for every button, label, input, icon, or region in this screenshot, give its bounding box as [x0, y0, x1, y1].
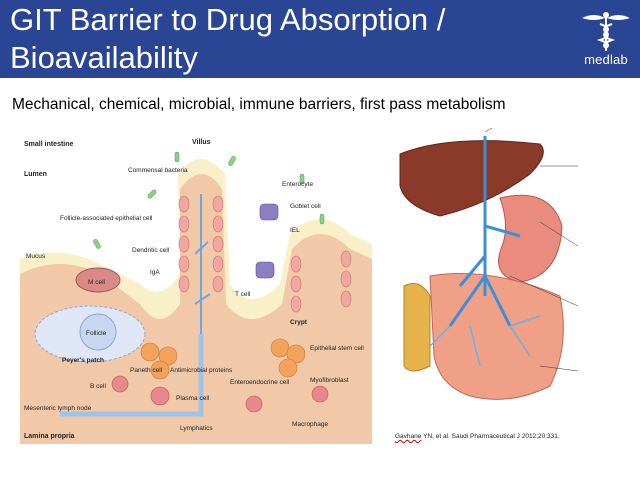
label-antimicrobial-proteins: Antimicrobial proteins — [170, 367, 233, 374]
label-b-cell: B cell — [90, 383, 106, 390]
slide-subtitle: Mechanical, chemical, microbial, immune … — [12, 96, 506, 113]
label-goblet-cell: Goblet cell — [290, 203, 321, 210]
label-m-cell: M cell — [88, 279, 106, 286]
label-t-cell: T cell — [235, 291, 251, 298]
small-intestine — [429, 273, 564, 400]
label-lumen: Lumen — [24, 171, 47, 178]
label-iga: IgA — [150, 269, 160, 276]
colon — [403, 283, 431, 372]
label-macrophage: Macrophage — [292, 421, 329, 428]
caduceus-icon — [582, 12, 630, 51]
follicle — [79, 313, 117, 351]
label-follicle-associated: Follicle-associated epithelial cell — [60, 215, 153, 222]
paneth-cells — [140, 338, 306, 380]
label-enteroendocrine-cell: Enteroendocrine cell — [230, 379, 290, 386]
villus-left — [20, 174, 372, 444]
label-small-intestine: Small intestine — [24, 141, 74, 148]
slide-title: GIT Barrier to Drug Absorption / Bioavai… — [10, 1, 570, 77]
logo-wordmark: medlab — [584, 52, 628, 67]
liver — [399, 140, 544, 217]
mesenteric-vessels — [429, 315, 541, 367]
label-villus: Villus — [192, 139, 211, 146]
slide-title-line2: Bioavailability — [10, 40, 198, 75]
citation: Gavhane YN, et al. Saudi Pharmaceutical … — [395, 433, 560, 440]
intestine-barrier-figure: Small intestine Lumen Villus Commensal b… — [20, 134, 372, 444]
slide-title-line1: GIT Barrier to Drug Absorption / — [10, 2, 446, 37]
portal-vein — [448, 136, 521, 327]
label-lymphatics: Lymphatics — [180, 425, 213, 432]
commensal-bacteria-marks — [93, 151, 325, 249]
label-paneth-cell: Paneth cell — [130, 367, 163, 374]
label-mesenteric-lymph-node: Mesenteric lymph node — [24, 405, 92, 412]
stomach — [498, 194, 563, 283]
medlab-logo: medlab — [578, 10, 634, 72]
immune-cells — [111, 375, 329, 413]
label-crypt: Crypt — [290, 319, 308, 326]
label-lamina-propria: Lamina propria — [24, 433, 75, 440]
lymphatic-vessel — [60, 334, 204, 417]
label-enterocyte: Enterocyte — [282, 181, 313, 188]
label-mucus: Mucus — [26, 253, 46, 260]
title-banner: GIT Barrier to Drug Absorption / Bioavai… — [0, 0, 640, 78]
epithelial-cells — [178, 195, 352, 313]
pointer-lines — [484, 127, 579, 372]
label-commensal-bacteria: Commensal bacteria — [128, 167, 188, 174]
m-cell — [75, 267, 121, 293]
citation-rest: YN, et al. Saudi Pharmaceutical J 2012;2… — [421, 433, 560, 440]
label-dendritic-cell: Dendritic cell — [132, 247, 170, 254]
label-epithelial-stem-cell: Epithelial stem cell — [310, 345, 364, 352]
label-peyers-patch: Peyer's patch — [62, 357, 104, 364]
citation-author: Gavhane — [395, 433, 422, 440]
liver-portal-figure — [390, 126, 580, 426]
label-follicle: Follicle — [86, 330, 107, 337]
label-iel: IEL — [290, 227, 300, 234]
label-myofibroblast: Myofibroblast — [310, 377, 349, 384]
goblet-cells — [255, 203, 279, 279]
label-plasma-cell: Plasma cell — [176, 395, 210, 402]
